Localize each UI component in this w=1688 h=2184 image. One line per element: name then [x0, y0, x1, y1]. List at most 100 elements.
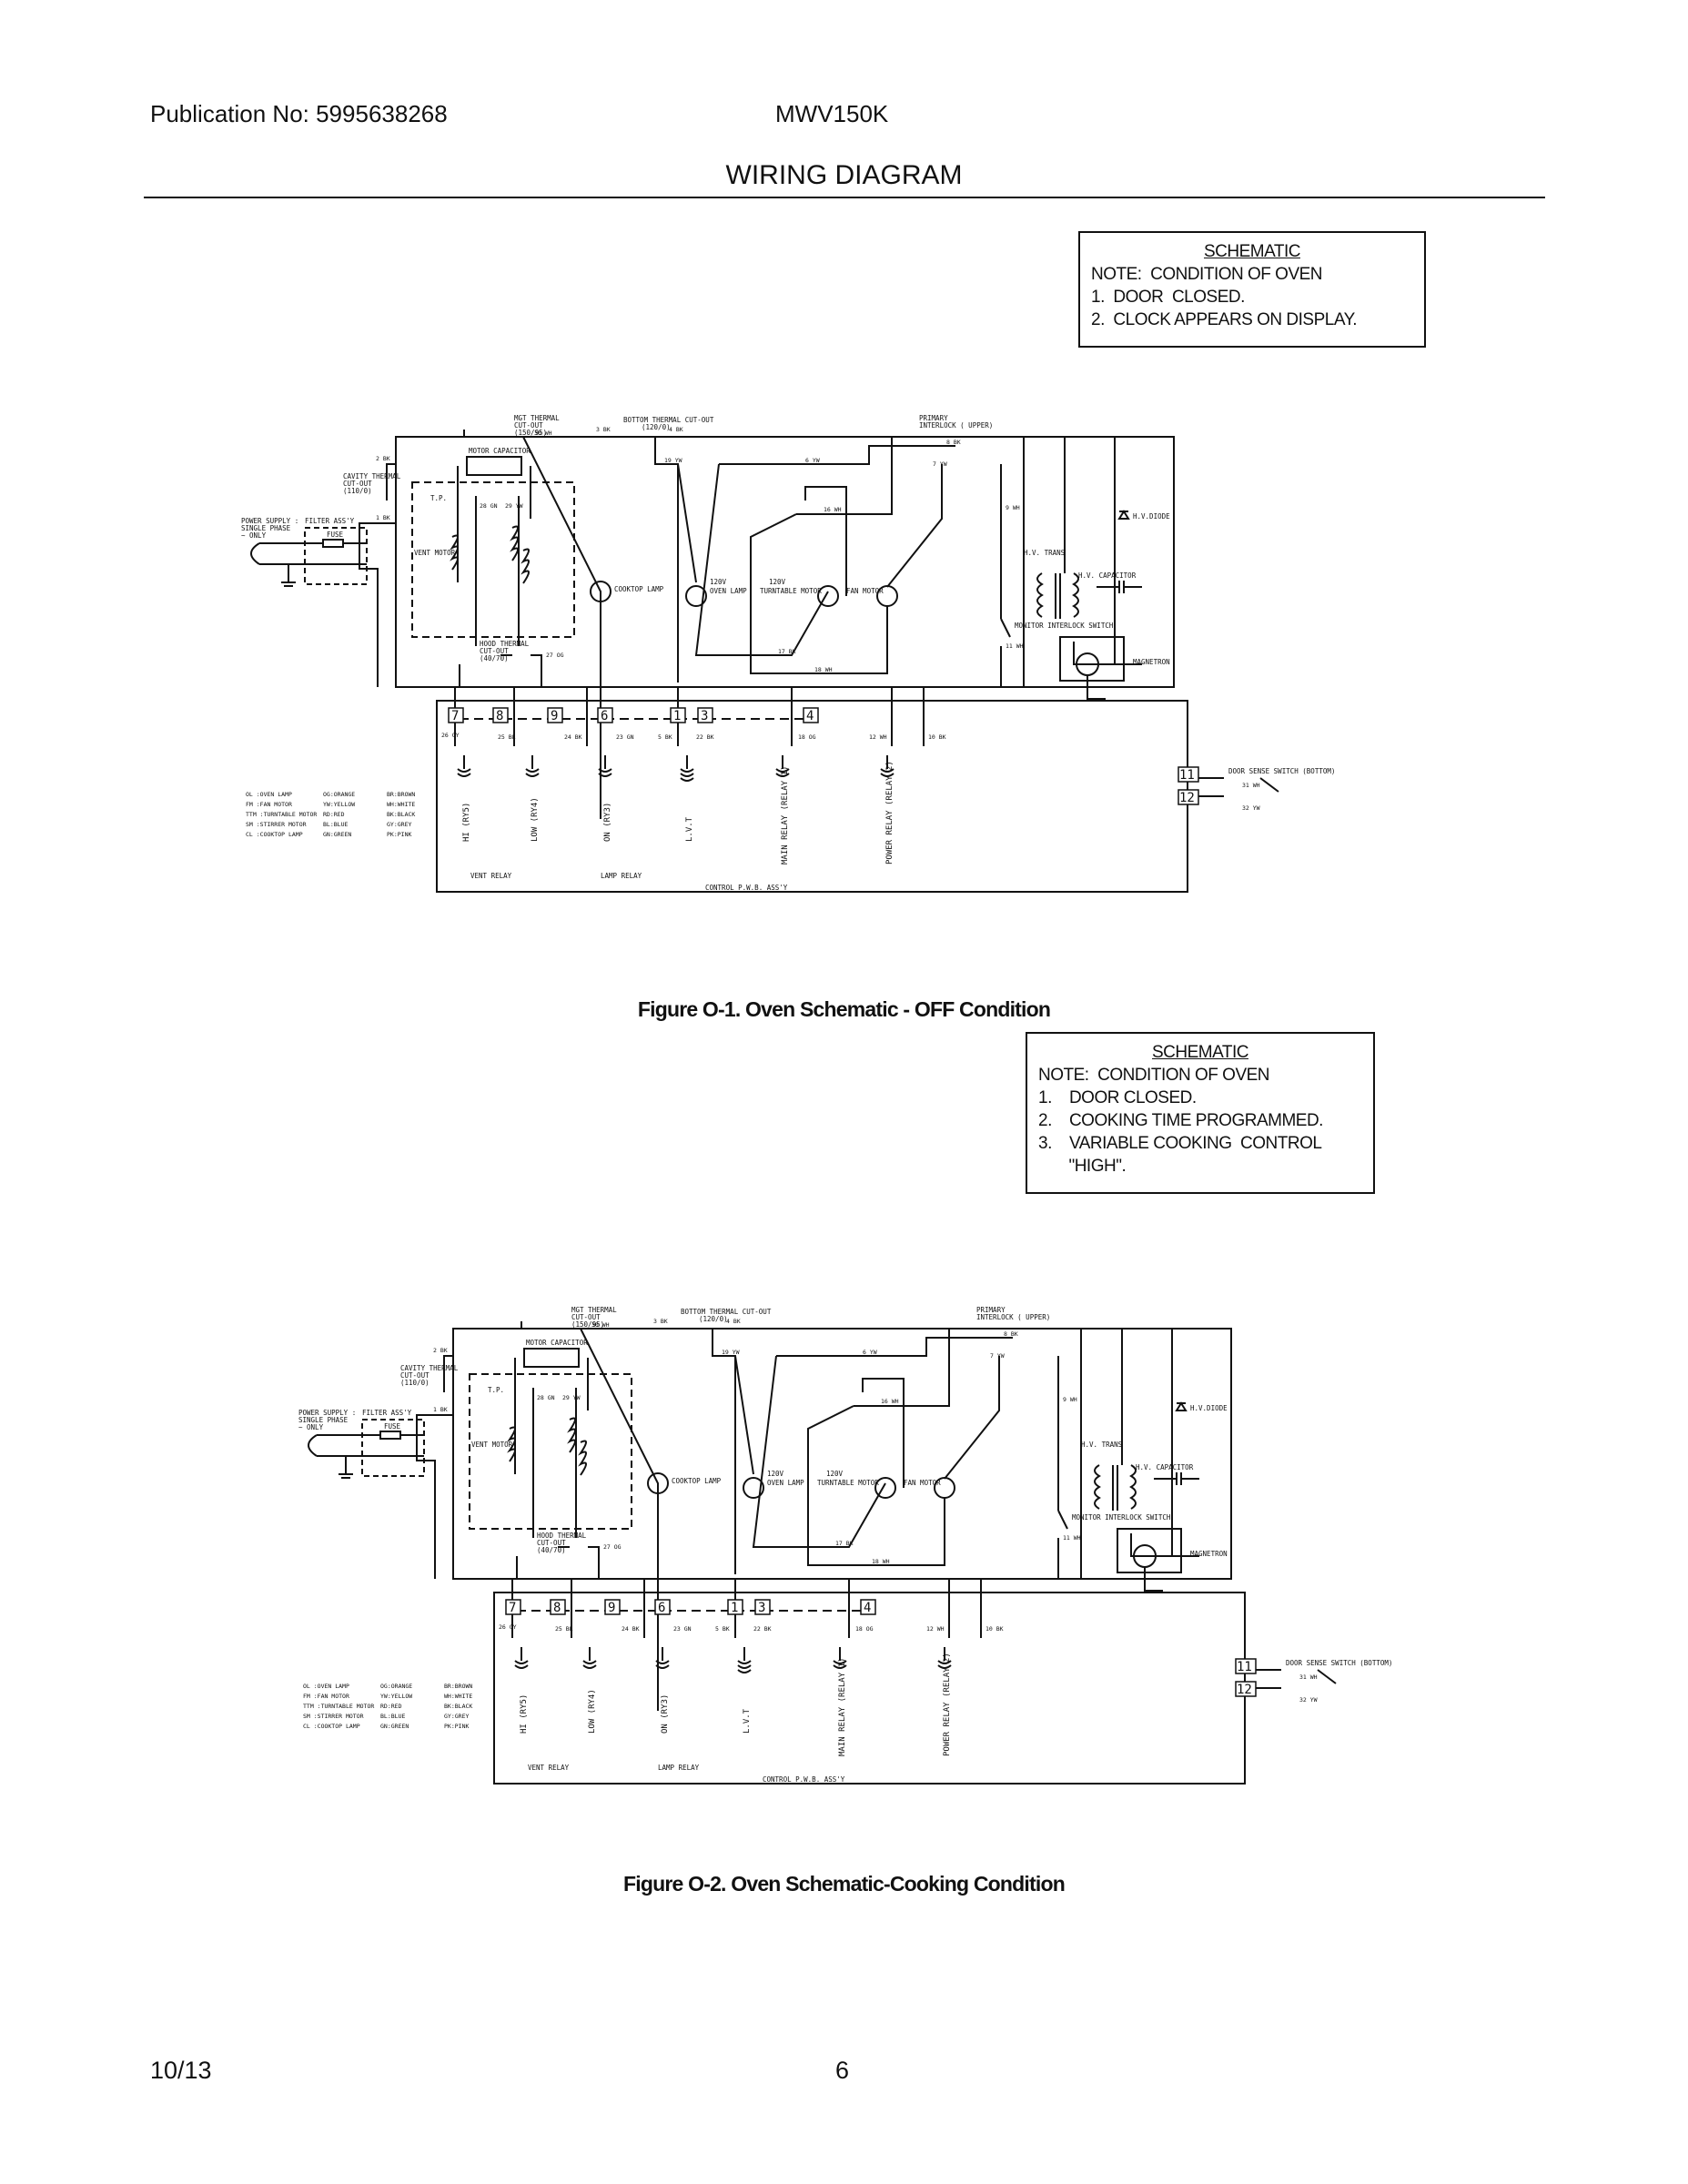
legend-color: BK:BLACK [387, 811, 415, 818]
connector-11: 11 [1178, 766, 1199, 783]
motor-capacitor-label: MOTOR CAPACITOR [469, 447, 531, 455]
schematic-svg: 7 8 9 6 1 3 4 11 12 MGT THERMAL CUT-OUT … [298, 1306, 1392, 1785]
filter-label: FILTER ASS'Y [305, 517, 355, 525]
connectors: 7 8 9 6 1 3 4 11 12 [505, 1599, 1257, 1697]
cavity-temp-label: (110/0) [400, 1379, 430, 1387]
wire [807, 1329, 1000, 1566]
cut-out-label: CUT-OUT [400, 1371, 430, 1380]
footer-date: 10/13 [150, 2057, 212, 2084]
filter-label: FILTER ASS'Y [362, 1409, 412, 1417]
vent-relay-label: VENT RELAY [470, 872, 512, 880]
wire-label: 18 WH [814, 666, 833, 673]
v120-label: 120V [769, 578, 786, 586]
mgt-thermal-label: MGT THERMAL [514, 414, 560, 422]
power-relay-label: POWER RELAY (RELAY 2) [885, 761, 895, 864]
connector-3: 3 [697, 707, 713, 723]
hv-transformer-coil [1094, 1464, 1118, 1511]
main-relay-label: MAIN RELAY (RELAY 1) [838, 1658, 847, 1756]
wire-label: 3 BK [596, 426, 611, 433]
wire-label: 18 OG [798, 733, 816, 741]
legend-item: OL :OVEN LAMP [246, 791, 292, 798]
connector-6: 6 [597, 707, 613, 723]
legend-item: TTM :TURNTABLE MOTOR [246, 811, 317, 818]
wire-label: 10 BK [928, 733, 946, 741]
wire-label: 9 WH [1063, 1396, 1077, 1403]
wire-label: 25 BL [498, 733, 516, 741]
legend-item: CL :COOKTOP LAMP [303, 1723, 360, 1730]
fuse-symbol [379, 1431, 401, 1440]
turntable-motor-label: TURNTABLE MOTOR [817, 1479, 879, 1487]
wire-label: 16 WH [824, 506, 842, 513]
wire [1144, 1567, 1163, 1592]
wire [514, 1358, 589, 1538]
wire-label: 2 BK [376, 455, 390, 462]
hv-diode-label: H.V.DIODE [1133, 512, 1170, 521]
wire-label: 29 YW [505, 502, 523, 510]
wire-label: 23 GN [616, 733, 634, 741]
interlock-label: INTERLOCK ( UPPER) [919, 421, 993, 430]
relay-coil-power [937, 1647, 952, 1669]
magnetron-label: MAGNETRON [1133, 658, 1170, 666]
wire-label: 19 YW [664, 457, 682, 464]
connector-label: 8 [496, 709, 503, 723]
oven-schematic-off: 7 8 9 6 1 3 4 11 12 MGT THERMAL CUT-OUT … [241, 410, 1424, 919]
bottom-thermal-label: BOTTOM THERMAL CUT-OUT [681, 1308, 772, 1316]
oven-lamp-label: OVEN LAMP [710, 587, 747, 595]
wire-labels: 30 WH 3 BK 4 BK 19 YW 6 YW 8 BK 7 YW 9 W… [433, 1318, 1318, 1704]
main-wiring-frame [395, 436, 1175, 688]
motor-capacitor [466, 456, 522, 476]
wire-network [250, 430, 1279, 893]
monitor-interlock-label: MONITOR INTERLOCK SWITCH [1015, 622, 1114, 630]
wire-labels: 30 WH 3 BK 4 BK 19 YW 6 YW 8 BK 7 YW 9 W… [376, 426, 1260, 812]
low-relay-label: LOW (RY4) [588, 1689, 597, 1734]
hv-transformer-coil [1072, 572, 1079, 618]
wire-label: 8 BK [1004, 1330, 1018, 1338]
primary-label: PRIMARY [976, 1306, 1006, 1314]
control-pwb-box [493, 1592, 1246, 1785]
wire-label: 22 BK [753, 1625, 772, 1633]
relay-coil-hi [457, 755, 471, 777]
wire-label: 30 WH [534, 430, 552, 437]
hv-transformer-coil [1036, 572, 1061, 619]
turntable-motor-symbol [874, 1477, 896, 1499]
connector-label: 11 [1179, 768, 1195, 783]
lvt-label: L.V.T [743, 1708, 752, 1734]
hood-thermal-label: HOOD THERMAL [480, 640, 530, 648]
wire [1121, 1328, 1199, 1557]
wire [359, 463, 396, 687]
relay-coil-hi [514, 1647, 529, 1669]
legend-color: GN:GREEN [323, 831, 351, 838]
magnetron-box [1117, 1528, 1182, 1573]
wire [862, 1378, 905, 1488]
wire-label: 24 BK [564, 733, 582, 741]
wire-label: 11 WH [1006, 642, 1024, 650]
connector-3: 3 [754, 1599, 771, 1615]
wire-label: 6 YW [805, 457, 820, 464]
mgt-thermal-label: MGT THERMAL [571, 1306, 617, 1314]
legend-color: WH:WHITE [444, 1693, 472, 1700]
oven-lamp-label: OVEN LAMP [767, 1479, 804, 1487]
wire-label: 31 WH [1242, 782, 1260, 789]
cut-out-label: CUT-OUT [571, 1313, 601, 1321]
wire-label: 25 BL [555, 1625, 573, 1633]
connector-12: 12 [1235, 1681, 1257, 1697]
connector-label: 7 [509, 1601, 516, 1615]
figure-caption: Figure O-2. Oven Schematic-Cooking Condi… [623, 1872, 1066, 1896]
wire [712, 1329, 754, 1574]
legend-color: BL:BLUE [323, 821, 348, 828]
wire-label: 9 WH [1006, 504, 1020, 511]
fan-motor-label: FAN MOTOR [846, 587, 884, 595]
lamp-relay-label: LAMP RELAY [658, 1764, 700, 1772]
wire [804, 486, 847, 596]
primary-label: PRIMARY [919, 414, 948, 422]
note-condition: NOTE: CONDITION OF OVEN [1038, 1066, 1270, 1085]
connector-label: 12 [1179, 791, 1195, 805]
hv-capacitor [1154, 1472, 1199, 1485]
lvt-label: L.V.T [685, 816, 694, 842]
cooktop-lamp-symbol [647, 1472, 669, 1494]
connector-label: 1 [731, 1601, 738, 1615]
connector-label: 4 [864, 1601, 871, 1615]
cooktop-lamp-label: COOKTOP LAMP [614, 585, 664, 593]
note-item: 1. DOOR CLOSED. [1091, 288, 1245, 307]
wire [1064, 436, 1142, 665]
